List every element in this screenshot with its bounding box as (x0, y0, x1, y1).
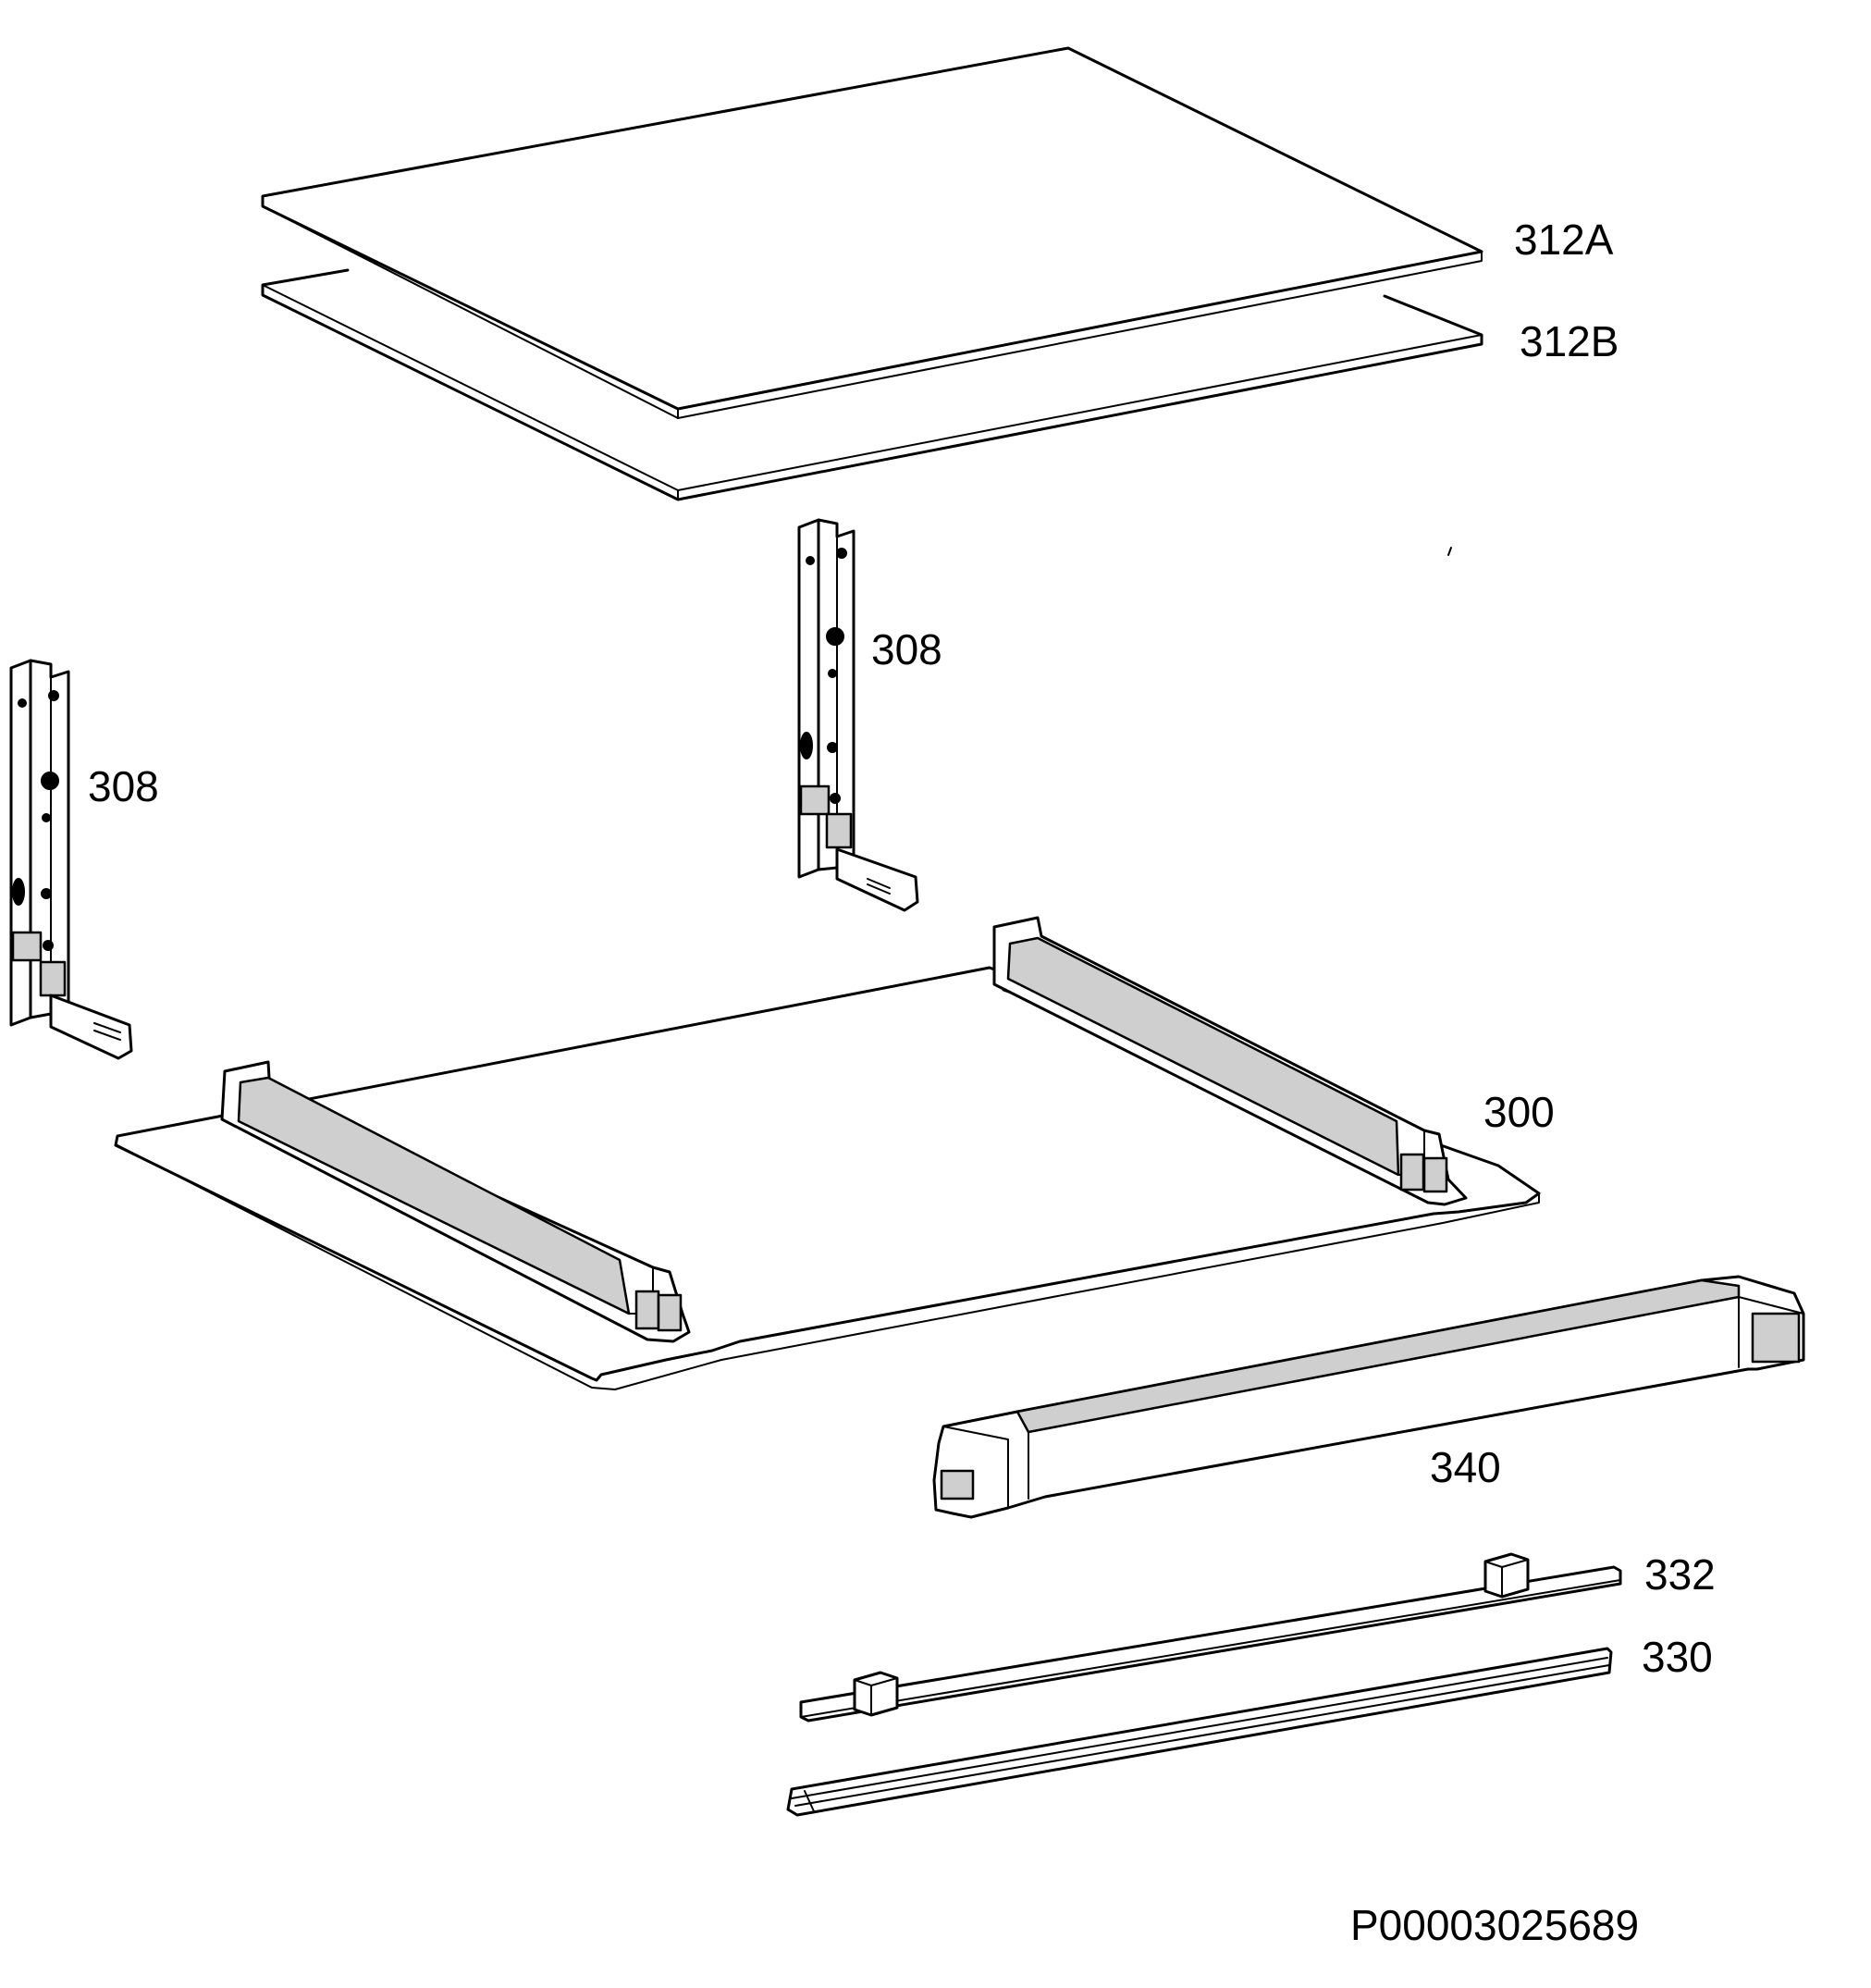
door-panel-300 (114, 966, 1541, 1390)
strip-330 (786, 1647, 1613, 1817)
glass-panel-312b (261, 268, 1483, 501)
glass-panel-312a (261, 46, 1483, 419)
stray-mark (1447, 547, 1452, 556)
label-312b: 312B (1520, 317, 1619, 365)
label-308-left: 308 (88, 762, 159, 810)
drawing-code: P00003025689 (1350, 1901, 1639, 1949)
label-330: 330 (1642, 1633, 1713, 1681)
hinge-308-left (9, 659, 133, 1060)
handle-340 (932, 1275, 1805, 1519)
label-300: 300 (1483, 1088, 1555, 1136)
door-panel-right-bracket (992, 916, 1468, 1206)
door-panel-left-bracket (220, 1060, 691, 1343)
hinge-308-right (797, 518, 919, 912)
strip-332 (799, 1552, 1622, 1723)
label-308-right: 308 (871, 625, 942, 673)
label-312a: 312A (1514, 216, 1614, 264)
label-340: 340 (1430, 1443, 1501, 1491)
label-332: 332 (1644, 1550, 1716, 1599)
